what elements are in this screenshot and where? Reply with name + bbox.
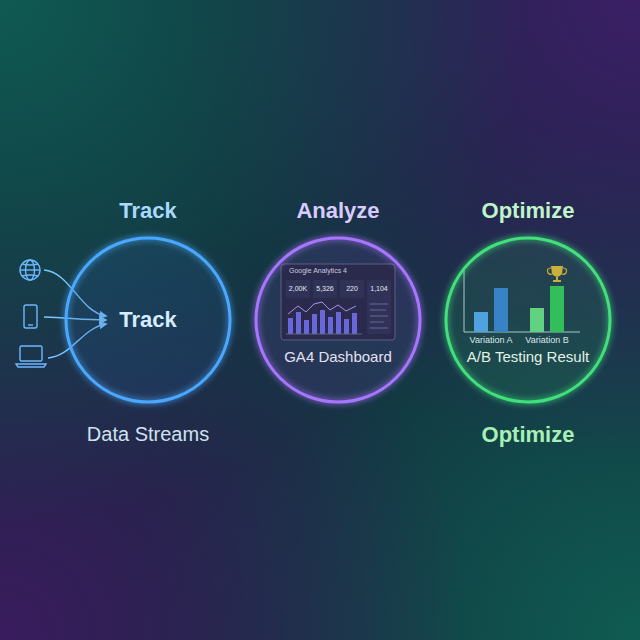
laptop-icon <box>16 346 46 367</box>
stage-text: Track <box>88 307 208 333</box>
stage-text: GA4 Dashboard <box>280 348 396 365</box>
phone-icon <box>24 305 37 328</box>
stage-circle: TrackTrackData Streams <box>64 236 232 404</box>
circle-outline <box>254 236 422 404</box>
panel-title: Google Analytics 4 <box>289 266 347 275</box>
stage-text: A/B Testing Result <box>463 348 593 365</box>
flow-arrow <box>423 319 443 322</box>
stage-heading: Track <box>64 198 232 224</box>
stage-circle: AnalyzeGA4 Dashboard <box>254 236 422 404</box>
stat-value: 5,326 <box>316 284 334 293</box>
bar-label: Variation B <box>525 335 568 346</box>
stage-circle: OptimizeA/B Testing ResultOptimize <box>444 236 612 404</box>
stat-value: 220 <box>346 284 358 293</box>
bar-label: Variation A <box>470 335 513 346</box>
globe-icon <box>20 260 40 280</box>
flow-arrow <box>233 319 253 322</box>
stage-heading: Analyze <box>254 198 422 224</box>
stat-value: 2,00K <box>289 284 307 293</box>
stage-text: Data Streams <box>48 422 248 446</box>
circle-outline <box>444 236 612 404</box>
stage-text: Optimize <box>444 422 612 448</box>
stage-heading: Optimize <box>444 198 612 224</box>
stat-value: 1,104 <box>370 284 388 293</box>
